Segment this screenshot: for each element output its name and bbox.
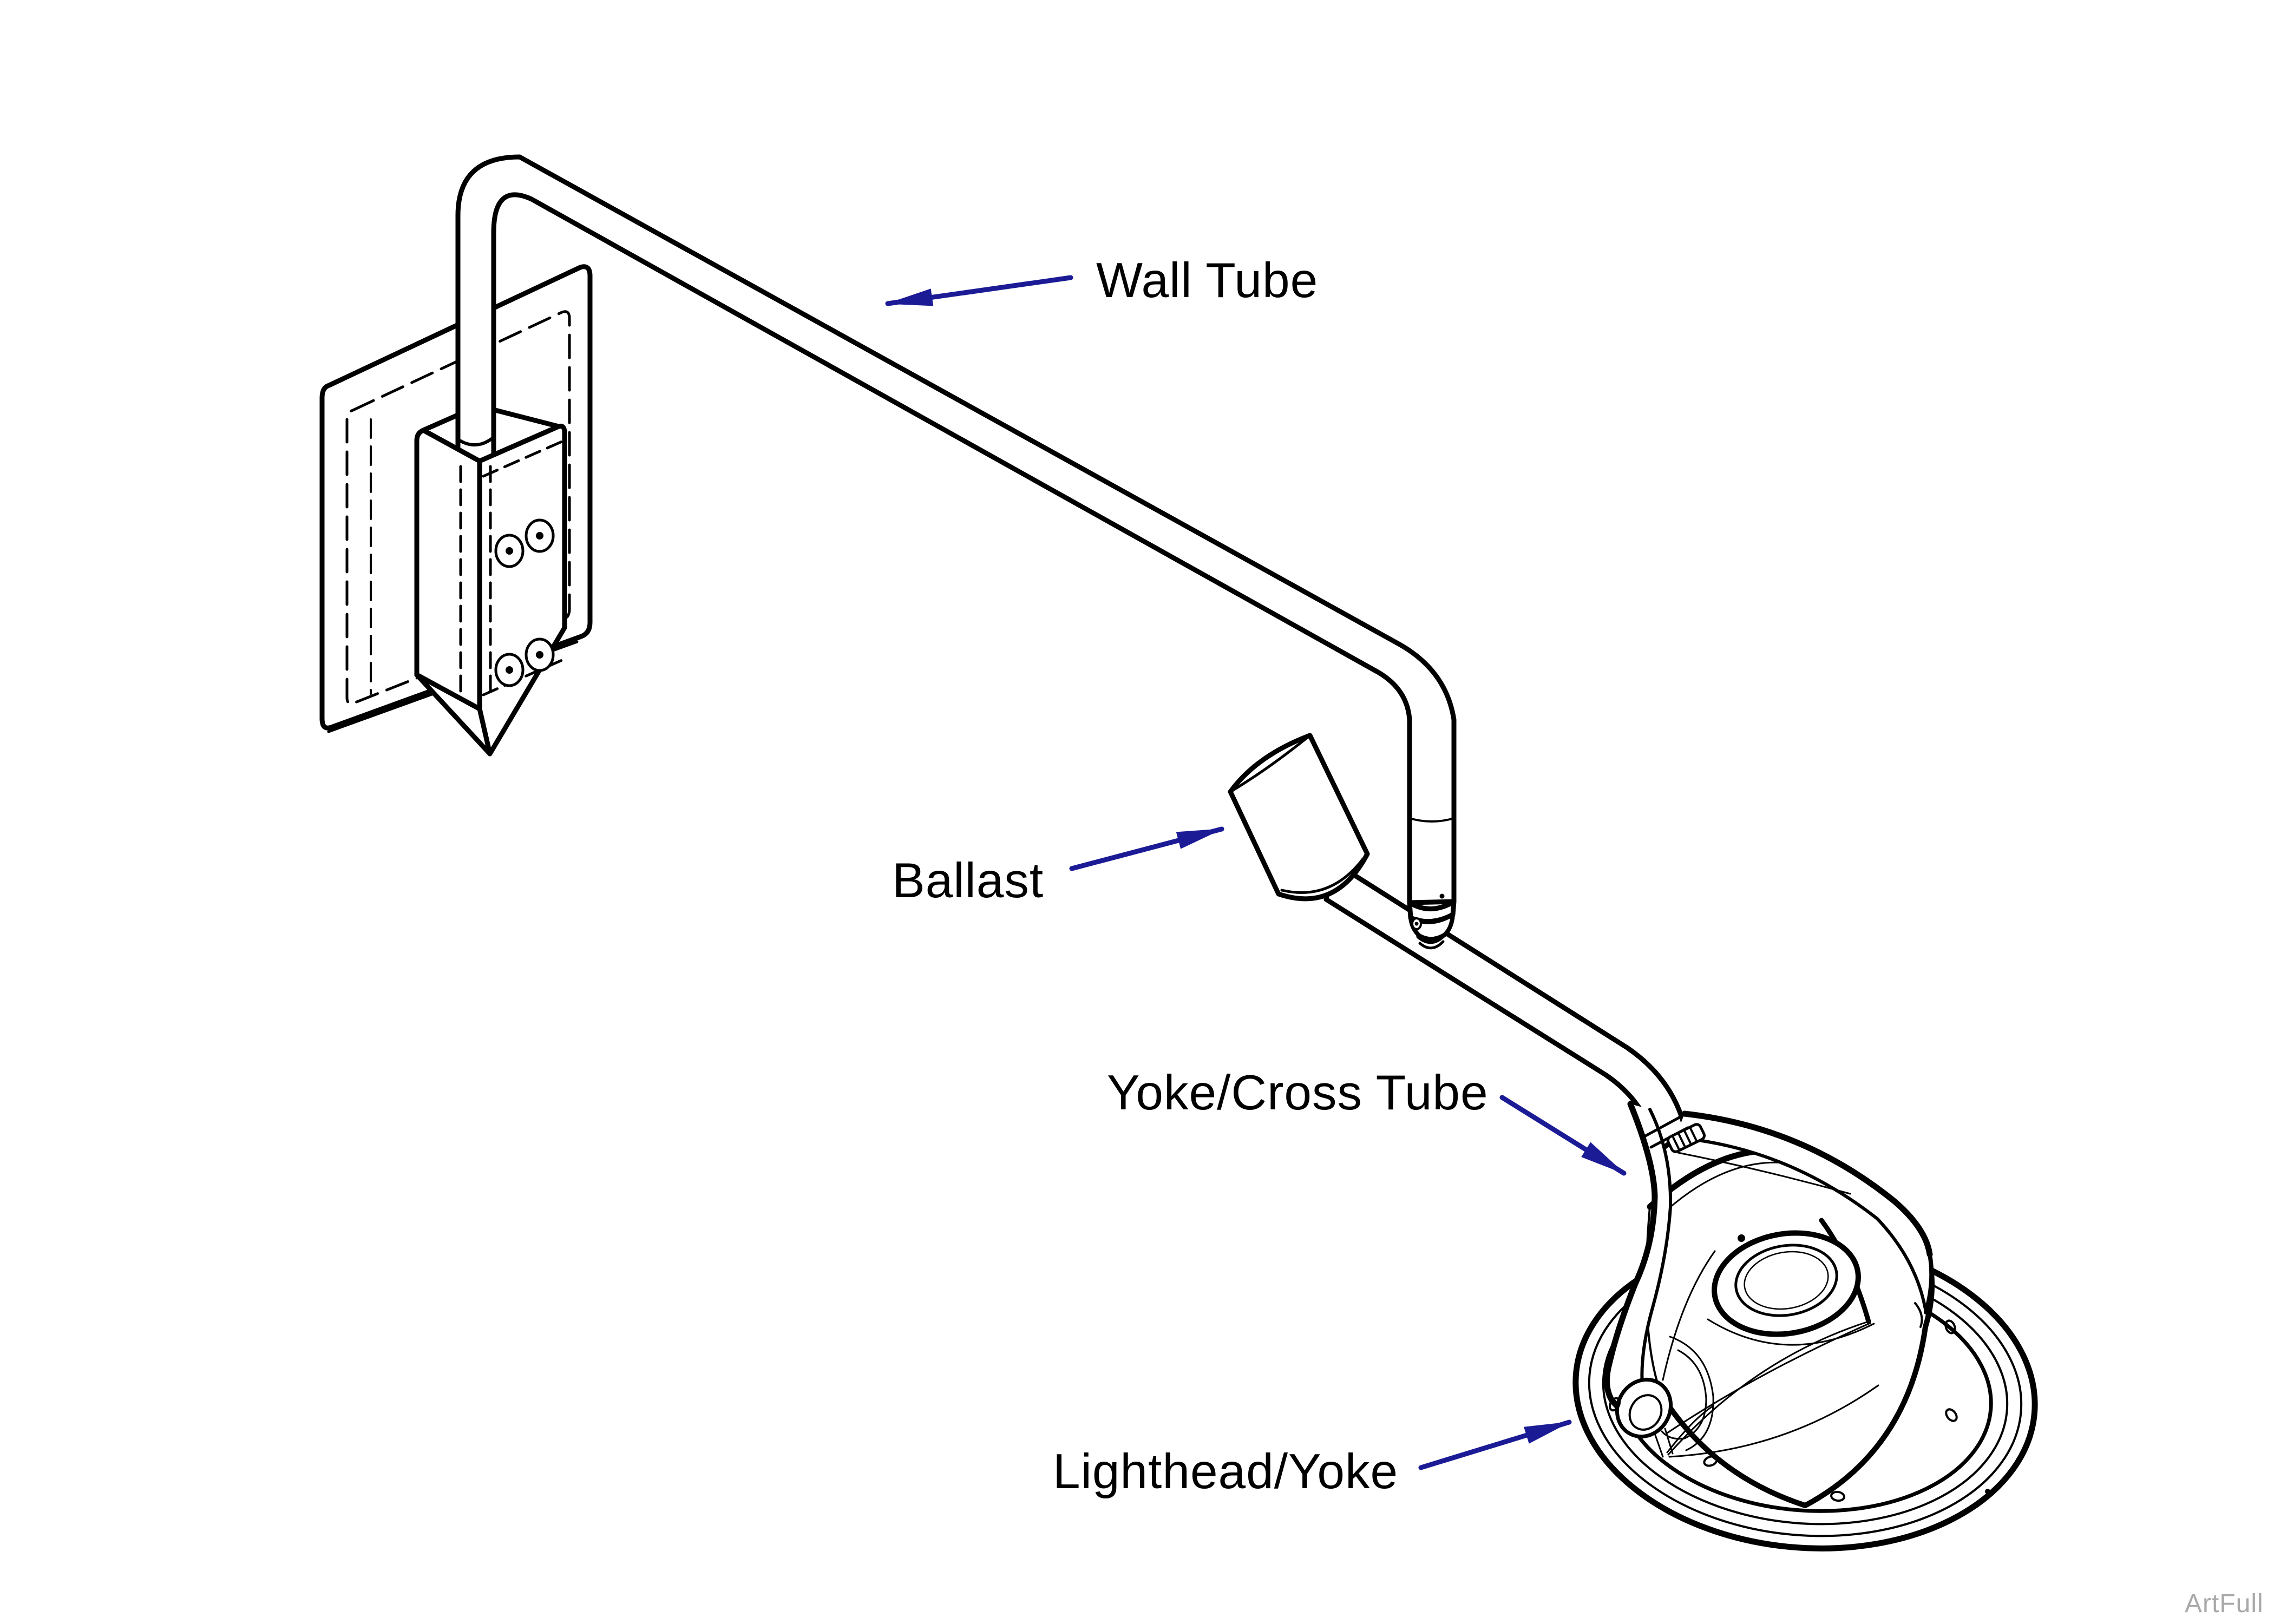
label-yoke-cross-tube: Yoke/Cross Tube [1107, 1066, 1489, 1120]
label-wall-tube: Wall Tube [1096, 253, 1319, 308]
yoke-pivot-boss [1615, 1377, 1673, 1439]
bracket-screws [494, 518, 555, 687]
dome-recess [1712, 1230, 1861, 1337]
callout-arrows [885, 275, 1627, 1470]
yoke-clamp [1643, 1115, 1706, 1153]
artfull-watermark: ArtFull [2185, 1589, 2264, 1618]
arrow-ballast [1069, 826, 1224, 871]
arrow-wall-tube [885, 275, 1073, 306]
ballast-drawing [1228, 733, 1370, 902]
connector-drawing [1407, 899, 1457, 950]
wall-tube-drawing [455, 154, 1457, 905]
label-ballast: Ballast [892, 853, 1044, 908]
mounting-bracket [414, 423, 567, 757]
arrow-lighthead-yoke [1418, 1419, 1572, 1470]
label-lighthead-yoke: Lighthead/Yoke [1053, 1444, 1399, 1499]
lighthead-dome [1645, 1147, 1935, 1508]
arrow-yoke-cross-tube [1499, 1095, 1627, 1176]
dome-surface-lines [1654, 1250, 1879, 1458]
rim-screw-holes [1608, 1319, 1990, 1502]
